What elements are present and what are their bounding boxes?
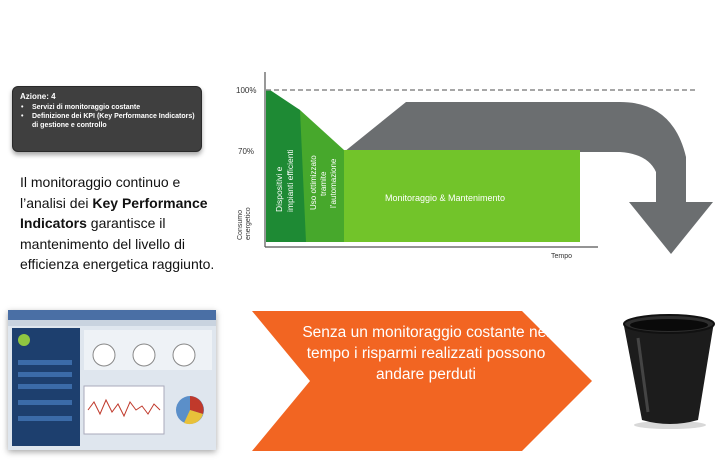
dashboard-row — [18, 372, 72, 377]
dashboard-toolbar — [8, 320, 216, 326]
energy-consumption-diagram: 100% 70% Consumo energetico Tempo Dispos… — [236, 72, 713, 260]
dashboard-line-chart — [83, 385, 165, 435]
y-axis-title-line1: Consumo — [237, 210, 244, 240]
y-label-100: 100% — [236, 86, 256, 95]
pie-slice — [184, 410, 203, 425]
maintenance-area — [336, 150, 580, 242]
bin-body — [624, 322, 714, 424]
dashboard-titlebar — [8, 310, 216, 320]
action-item: Servizi di monitoraggio costante — [20, 103, 195, 112]
gray-arrow — [344, 102, 713, 254]
phase3-label: Monitoraggio & Mantenimento — [385, 193, 505, 203]
bin-opening — [630, 319, 708, 331]
callout-text: Senza un monitoraggio costante nel tempo… — [302, 324, 550, 383]
trash-bin-icon — [623, 314, 715, 429]
description-bold: Key Performance Indicators — [20, 194, 208, 232]
dashboard-logo — [18, 334, 30, 346]
dashboard-row — [18, 400, 72, 405]
dashboard-row — [18, 416, 72, 421]
phase2-line1: Uso ottimizzato — [309, 155, 318, 210]
y-axis-title-line2: energetico — [245, 207, 252, 240]
automation-area — [300, 110, 344, 242]
description-part2: garantisce il mantenimento del livello d… — [20, 215, 215, 272]
callout-arrow — [252, 311, 592, 451]
efficient-devices-top — [266, 90, 300, 242]
phase2-label: Uso ottimizzato tramite l’automazione — [309, 153, 338, 210]
bin-highlight — [636, 337, 650, 413]
action-box: Azione: 4 Servizi di monitoraggio costan… — [12, 86, 202, 152]
action-list: Servizi di monitoraggio costante Definiz… — [20, 103, 195, 130]
pie-slice — [190, 396, 204, 414]
bin-shadow — [634, 421, 706, 429]
y-axis-title: Consumo energetico — [237, 207, 252, 240]
phase1-line2: impianti efficienti — [285, 149, 295, 212]
x-axis-title: Tempo — [551, 253, 572, 260]
gauge-icon — [132, 343, 156, 367]
dashboard-row — [18, 384, 72, 389]
description-text: Il monitoraggio continuo e l’analisi dei… — [20, 172, 230, 275]
phase1-line1: Dispositivi e — [274, 166, 284, 212]
action-title: Azione: 4 — [20, 92, 56, 101]
action-item: Definizione dei KPI (Key Performance Ind… — [20, 112, 195, 130]
description-part1: Il monitoraggio continuo e l’analisi dei — [20, 174, 181, 211]
dashboard-row — [18, 360, 72, 365]
y-label-70: 70% — [238, 147, 254, 156]
dashboard-screenshot — [8, 310, 216, 450]
gauge-icon — [92, 343, 116, 367]
phase1-label: Dispositivi e impianti efficienti — [274, 149, 295, 212]
phase2-line3: l’automazione — [329, 158, 338, 208]
phase2-line2: tramite — [319, 171, 328, 196]
gauge-icon — [172, 343, 196, 367]
line-series — [87, 398, 161, 418]
callout-arrow-shape — [252, 311, 592, 451]
